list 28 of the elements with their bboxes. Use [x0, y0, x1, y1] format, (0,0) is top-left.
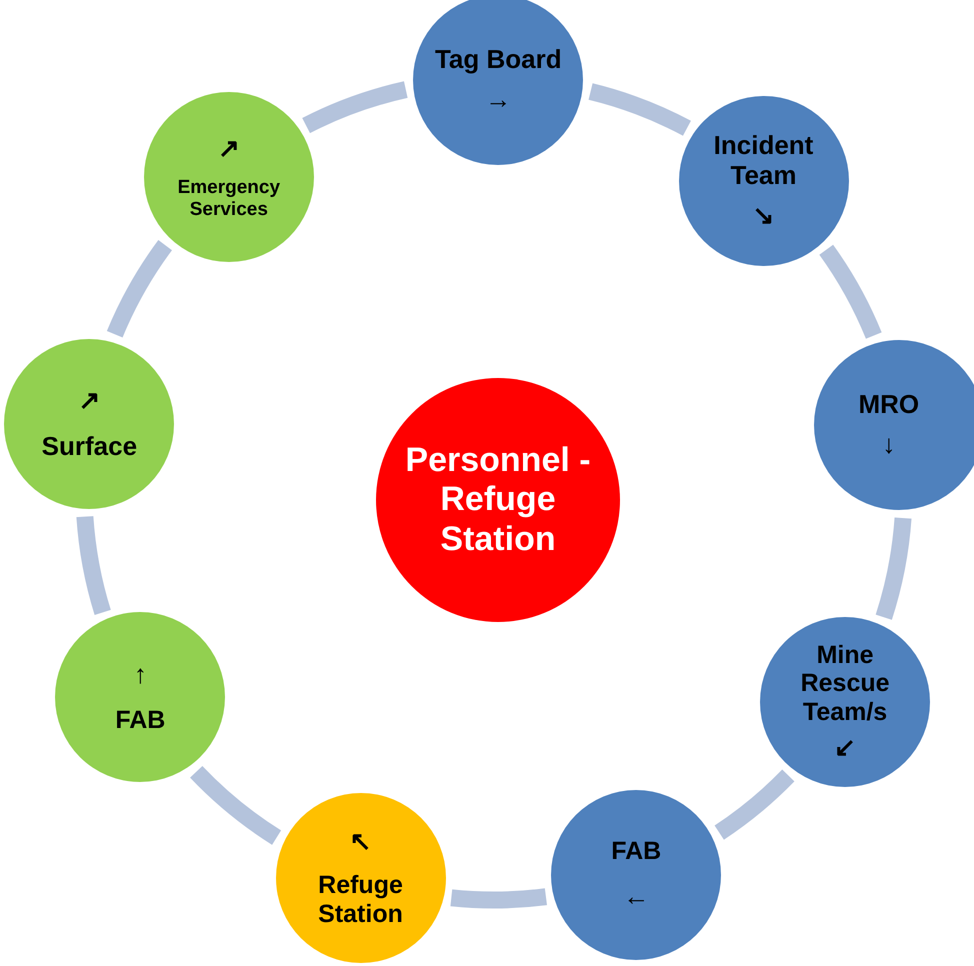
ring-connector	[450, 888, 547, 908]
ring-connector	[876, 517, 912, 620]
arrow-symbol: ↙	[834, 732, 856, 763]
ring-connector	[819, 244, 882, 340]
node-label: FAB	[611, 837, 662, 866]
node-label: Emergency Services	[176, 177, 282, 222]
node-label: Surface	[42, 432, 138, 462]
arrow-symbol: ←	[623, 882, 650, 912]
arrow-symbol: →	[485, 85, 512, 115]
node-label: MRO	[858, 390, 920, 420]
arrow-symbol: ↗	[78, 386, 100, 416]
ring-connector	[76, 516, 111, 615]
arrow-symbol: ↖	[350, 826, 372, 857]
node-label: Tag Board	[434, 45, 562, 76]
arrow-symbol: ↓	[882, 430, 896, 460]
node-label: Personnel - Refuge Station	[404, 441, 592, 559]
node-label: Mine Rescue Team/s	[800, 640, 891, 727]
ring-connector	[588, 83, 691, 136]
arrow-symbol: ↘	[752, 200, 775, 231]
node-label: Incident Team	[712, 131, 814, 191]
node-label: Refuge Station	[317, 870, 404, 928]
ring-connector	[106, 240, 172, 338]
node-label: FAB	[115, 706, 166, 735]
arrow-symbol: ↑	[134, 660, 147, 690]
ring-connector	[190, 766, 282, 845]
ring-connector	[302, 81, 408, 134]
arrow-symbol: ↗	[218, 134, 240, 164]
ring-connector	[714, 769, 794, 840]
